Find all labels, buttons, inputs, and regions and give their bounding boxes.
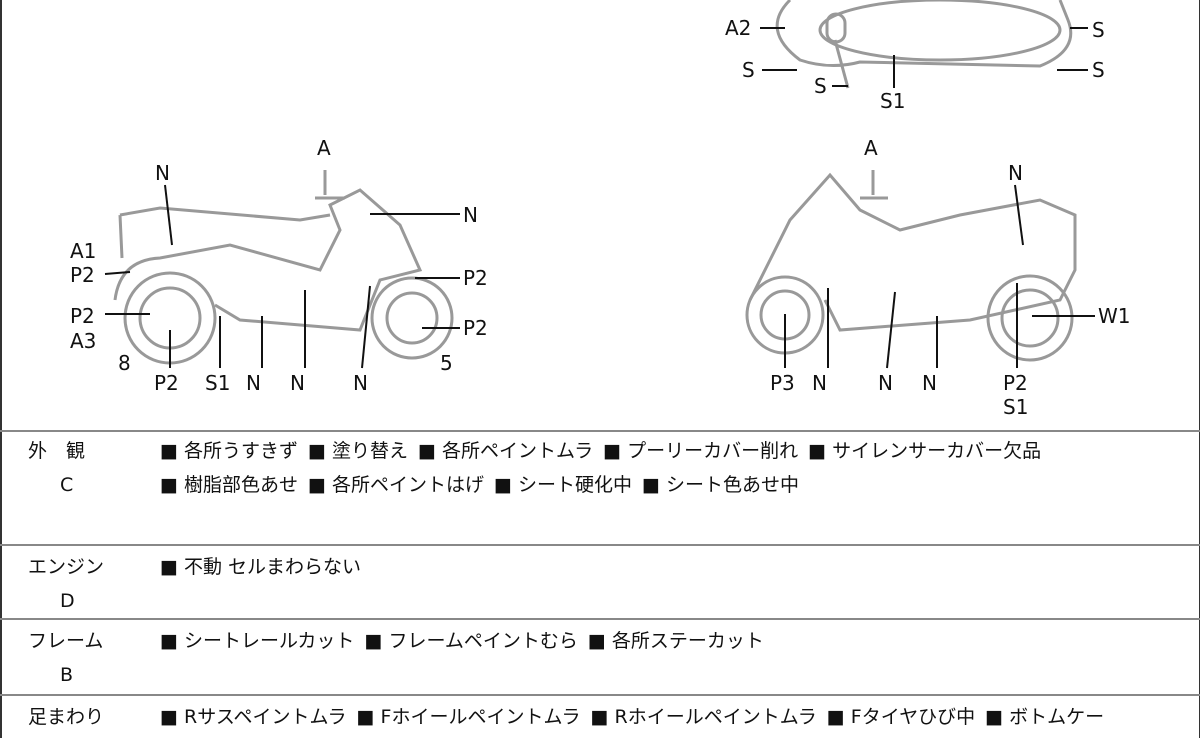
section-label: フレーム [28,630,104,652]
label: P2 [463,266,488,290]
label: N [155,161,170,185]
item: Fホイールペイントムラ [357,706,581,728]
section-code: D [60,590,75,612]
label: P2 [70,263,95,287]
section-items: 各所うすきず塗り替え各所ペイントムラプーリーカバー削れサイレンサーカバー欠品樹脂… [160,434,1170,502]
label: 8 [118,351,131,375]
label: N [353,371,368,395]
item: 各所うすきず [160,440,298,462]
label: P2 [463,316,488,340]
section-suspension: 足まわり Rサスペイントムラ Fホイールペイントムラ Rホイールペイントムラ Fタイヤ… [0,694,1200,736]
label: S [1092,18,1105,42]
damage-diagram: A2 S S S1 S S N A N A1 P2 P2 P2 P2 A3 8 … [70,0,1131,419]
section-code: B [60,664,74,686]
item: Rサスペイントムラ [160,706,347,728]
label: N [290,371,305,395]
label: A [317,136,331,160]
item: 各所ステーカット [588,630,764,652]
section-items: 不動 セルまわらない [160,550,1170,584]
label: A1 [70,239,96,263]
label: W1 [1098,304,1131,328]
label: P3 [770,371,795,395]
scooter-left-view [113,170,454,365]
top-view-labels: A2 S S S1 S S [725,16,1105,113]
item: Fタイヤひび中 [827,706,975,728]
label: P2 [154,371,179,395]
label: P2 [70,304,95,328]
item: フレームペイントむら [364,630,577,652]
label: N [246,371,261,395]
item: サイレンサーカバー欠品 [808,440,1041,462]
item: 樹脂部色あせ [160,474,298,496]
section-label: 足まわり [28,706,105,728]
item: シート硬化中 [494,474,632,496]
section-exterior: 外 観 C 各所うすきず塗り替え各所ペイントムラプーリーカバー削れサイレンサーカバ… [0,430,1200,546]
section-items: シートレールカットフレームペイントむら各所ステーカット [160,624,1170,658]
label: S [814,74,827,98]
label: N [812,371,827,395]
label: A3 [70,329,96,353]
right-view-labels: A N P3 N N N W1 P2 S1 [770,136,1131,419]
section-items: Rサスペイントムラ Fホイールペイントムラ Rホイールペイントムラ Fタイヤひび中ボト… [160,700,1170,734]
label: S1 [1003,395,1028,419]
item: Rホイールペイントムラ [591,706,817,728]
section-label: 外 観 [28,440,86,462]
section-frame: フレーム B シートレールカットフレームペイントむら各所ステーカット [0,618,1200,696]
item: ボトムケー [985,706,1104,728]
label: P2 [1003,371,1028,395]
label: 5 [440,351,453,375]
section-label: エンジン [28,556,105,578]
item: 不動 セルまわらない [160,556,361,578]
item: 各所ペイントはげ [308,474,484,496]
label: S1 [880,89,905,113]
label: A [864,136,878,160]
label: A2 [725,16,751,40]
item: 塗り替え [308,440,408,462]
label: S [1092,58,1105,82]
item: 各所ペイントムラ [418,440,593,462]
scooter-right-view [745,170,1077,362]
leader-lines [104,27,1095,369]
left-view-labels: N A N A1 P2 P2 P2 P2 A3 8 P2 S1 N N N 5 [70,136,488,395]
section-code: C [60,474,74,496]
label: N [878,371,893,395]
item: シートレールカット [160,630,354,652]
section-engine: エンジン D 不動 セルまわらない [0,544,1200,620]
label: N [1008,161,1023,185]
label: N [463,203,478,227]
label: S [742,58,755,82]
item: シート色あせ中 [642,474,799,496]
item: プーリーカバー削れ [603,440,798,462]
label: S1 [205,371,230,395]
label: N [922,371,937,395]
